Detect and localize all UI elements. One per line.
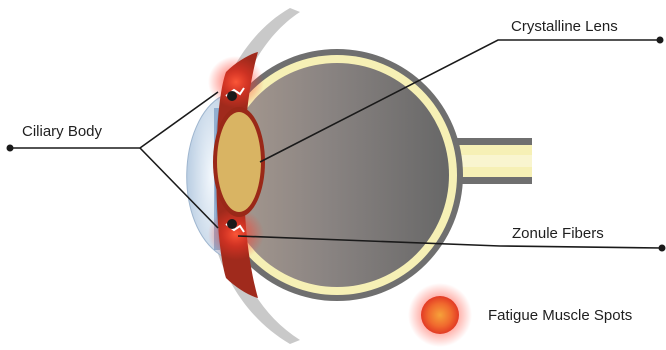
fatigue-glow-top [208,56,264,108]
crystalline-lens [213,107,265,217]
ciliary-body-leader-dot [7,145,14,152]
zonule-fibers-label: Zonule Fibers [512,225,604,242]
fatigue-muscle-spots-label: Fatigue Muscle Spots [488,307,632,324]
crystalline-lens-label: Crystalline Lens [511,18,618,35]
zonule-fibers-leader-dot [659,245,666,252]
legend: Fatigue Muscle Spots [408,283,632,347]
crystalline-lens-leader-dot [657,37,664,44]
ciliary-body-label: Ciliary Body [22,123,103,140]
